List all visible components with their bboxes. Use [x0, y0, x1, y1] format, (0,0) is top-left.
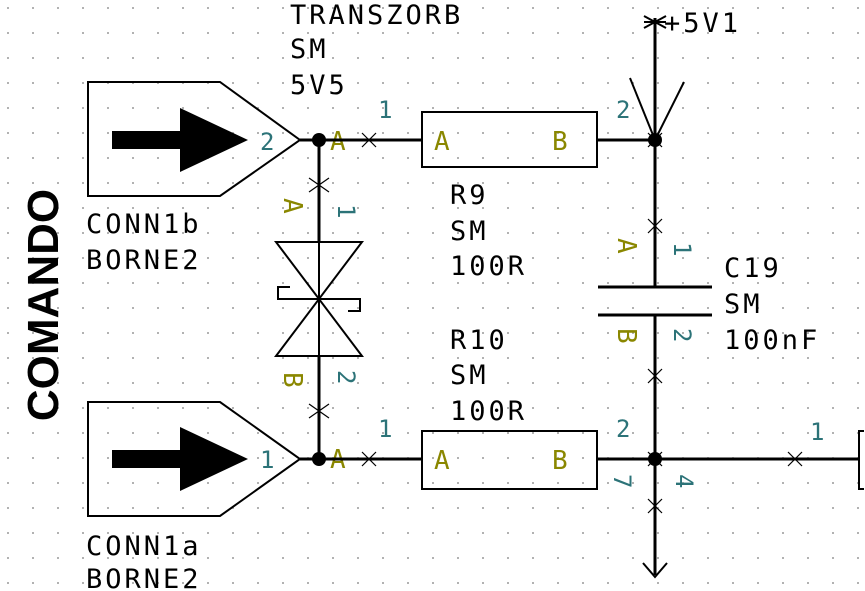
down-arrow-icon — [642, 562, 668, 579]
pin-markers — [647, 132, 663, 467]
conn1a-pin-number: 1 — [260, 446, 274, 474]
conn1a-reference: CONN1a — [86, 531, 202, 562]
r9-reference: R9 — [450, 180, 489, 211]
r10-pin-b-name: B — [552, 446, 568, 476]
transzorb-value: 5V5 — [290, 70, 348, 101]
r10-pin1-number: 1 — [378, 415, 392, 443]
conn1b-value: BORNE2 — [86, 245, 202, 276]
c19-pin1-number: 1 — [668, 242, 696, 256]
transzorb-pin1-number: 1 — [332, 204, 360, 218]
partial-pin1-number: 1 — [810, 418, 824, 446]
power-label: +5V1 — [664, 8, 741, 39]
transzorb-pin2-number: 2 — [332, 370, 360, 384]
r9-pin1-number: 1 — [378, 96, 392, 124]
r9-pin-b-name: B — [552, 127, 568, 157]
r9-value: 100R — [450, 251, 527, 282]
junction-dot — [312, 133, 326, 147]
capacitor-c19[interactable]: 1 A 2 B C19 SM 100nF — [598, 218, 820, 384]
transzorb-pin1-name: A — [277, 198, 307, 214]
r9-pin-a-name: A — [434, 127, 450, 157]
c19-pin1-name: A — [611, 238, 641, 254]
r10-footprint: SM — [450, 360, 489, 391]
c19-value: 100nF — [724, 325, 820, 356]
r10-value: 100R — [450, 396, 527, 427]
conn1b-pin-name: A — [330, 127, 346, 157]
wires — [300, 18, 860, 575]
partial-pin7-number: 7 — [608, 474, 636, 488]
conn1a-value: BORNE2 — [86, 564, 202, 591]
transzorb-reference: TRANSZORB — [290, 0, 463, 31]
right-arrow-icon — [112, 427, 248, 491]
r10-pin2-number: 2 — [616, 415, 630, 443]
transzorb-diode[interactable]: 1 A 2 B TRANSZORB SM 5V5 — [273, 0, 463, 419]
c19-pin2-number: 2 — [668, 328, 696, 342]
r10-reference: R10 — [450, 325, 508, 356]
connector-conn1b[interactable]: 2 A CONN1b BORNE2 — [86, 81, 346, 276]
transzorb-footprint: SM — [290, 34, 329, 65]
partial-component-right[interactable]: 1 7 4 — [608, 418, 864, 579]
conn1b-pin-number: 2 — [260, 128, 274, 156]
r9-pin2-number: 2 — [616, 96, 630, 124]
c19-footprint: SM — [724, 289, 763, 320]
transzorb-pin2-name: B — [277, 372, 307, 388]
power-symbol-5v1[interactable]: +5V1 — [629, 8, 741, 141]
r9-footprint: SM — [450, 216, 489, 247]
connector-conn1a[interactable]: 1 A CONN1a BORNE2 — [86, 401, 346, 591]
conn1b-reference: CONN1b — [86, 209, 202, 240]
r10-pin-a-name: A — [434, 446, 450, 476]
c19-pin2-name: B — [611, 328, 641, 344]
junction-dot — [312, 452, 326, 466]
right-arrow-icon — [112, 108, 248, 172]
resistor-r10[interactable]: A B 1 2 R10 SM 100R — [361, 325, 630, 490]
sheet-title: COMANDO — [19, 189, 68, 421]
partial-pin4-number: 4 — [670, 474, 698, 488]
resistor-r9[interactable]: A B 1 2 R9 SM 100R — [361, 96, 630, 282]
c19-reference: C19 — [724, 253, 782, 284]
